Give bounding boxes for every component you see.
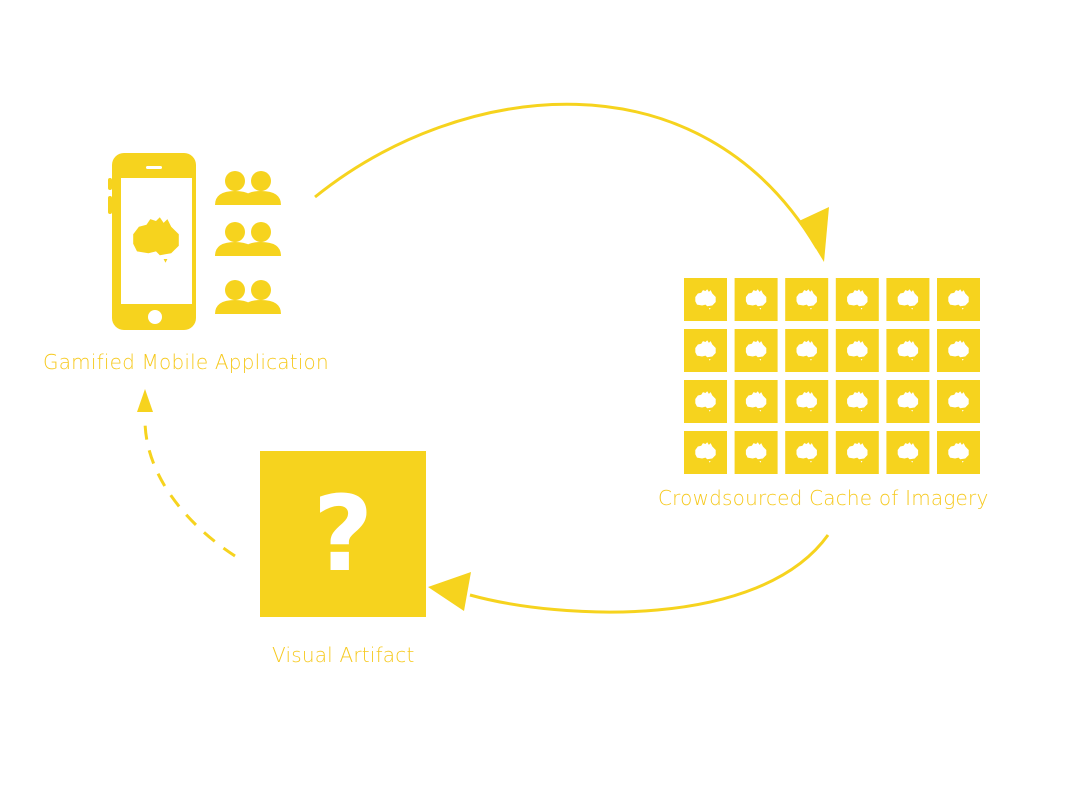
image-tile xyxy=(835,329,879,372)
edge-app-to-cache xyxy=(314,102,819,249)
image-tile xyxy=(886,380,930,423)
image-tile xyxy=(785,380,829,423)
smartphone-icon xyxy=(108,153,196,330)
image-tile xyxy=(835,278,879,321)
image-tile xyxy=(785,431,829,474)
image-tile xyxy=(937,431,980,474)
image-tile xyxy=(937,380,980,423)
image-tile xyxy=(886,278,930,321)
arrowhead-icon xyxy=(799,207,829,262)
image-tile xyxy=(937,278,980,321)
image-tile xyxy=(734,329,778,372)
image-tile xyxy=(785,278,829,321)
visual-artifact-box xyxy=(260,451,426,617)
image-tile xyxy=(835,380,879,423)
label-crowdsourced-cache: Crowdsourced Cache of Imagery xyxy=(658,486,989,510)
image-tile xyxy=(684,431,727,474)
edge-artifact-to-app xyxy=(143,419,236,558)
image-tile xyxy=(734,431,778,474)
arrowhead-icon xyxy=(428,572,471,611)
edge-cache-to-artifact xyxy=(469,534,830,614)
image-tile xyxy=(684,380,727,423)
image-tile xyxy=(785,329,829,372)
image-tile xyxy=(684,329,727,372)
image-tile xyxy=(835,431,879,474)
image-tile xyxy=(937,329,980,372)
image-tile xyxy=(734,380,778,423)
arrowhead-icon xyxy=(137,389,153,412)
image-cache-grid xyxy=(684,278,980,474)
image-tile xyxy=(684,278,727,321)
question-mark-icon: ? xyxy=(312,473,374,595)
users-icon xyxy=(215,171,281,314)
label-visual-artifact: Visual Artifact xyxy=(272,643,415,667)
label-gamified-mobile-application: Gamified Mobile Application xyxy=(43,350,329,374)
image-tile xyxy=(886,431,930,474)
image-tile xyxy=(886,329,930,372)
image-tile xyxy=(734,278,778,321)
